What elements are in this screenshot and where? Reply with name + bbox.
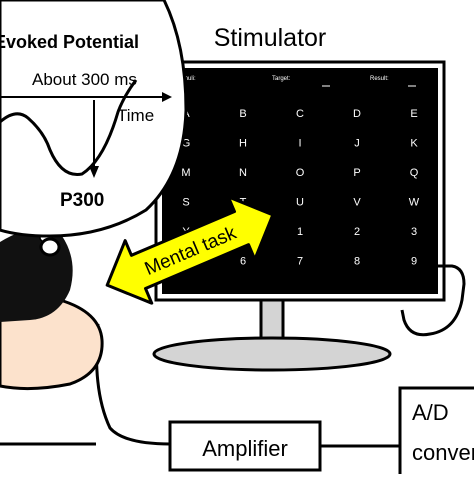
grid-cell: W <box>409 197 420 209</box>
grid-cell: F <box>468 108 474 120</box>
subject-head <box>0 228 104 391</box>
head-to-amplifier-cable <box>95 323 171 446</box>
p300-label: P300 <box>60 190 104 211</box>
grid-cell: 9 <box>411 256 417 268</box>
timing-label: About 300 ms <box>32 70 137 89</box>
character-grid: ABCDEFGHIJKLMNOPQRSTUVWXYZ1234567890 <box>181 108 474 268</box>
time-axis-arrowhead <box>162 92 172 102</box>
grid-cell: P <box>353 167 360 179</box>
grid-cell: I <box>298 138 301 150</box>
monitor-stand-base <box>152 336 392 372</box>
grid-cell: U <box>296 197 304 209</box>
double-headed-arrow <box>105 195 275 305</box>
grid-cell: V <box>353 197 361 209</box>
grid-cell: R <box>467 167 474 179</box>
grid-cell: 7 <box>297 256 303 268</box>
grid-cell: K <box>410 138 418 150</box>
screen-header-target: Target: <box>272 76 291 82</box>
grid-cell: J <box>354 138 360 150</box>
amplifier-label: Amplifier <box>202 436 288 461</box>
grid-cell: O <box>296 167 305 179</box>
screen-header-result: Result: <box>370 76 389 82</box>
monitor-cable <box>400 264 466 337</box>
grid-cell: L <box>468 138 474 150</box>
peak-marker-arrow <box>89 100 99 178</box>
time-axis-label: Time <box>117 106 154 125</box>
grid-cell: M <box>181 167 190 179</box>
face <box>0 298 104 391</box>
grid-cell: C <box>296 108 304 120</box>
evoked-potential-title: Evoked Potential <box>0 32 139 52</box>
time-axis <box>0 92 172 102</box>
grid-cell: X <box>467 197 474 209</box>
bubble-small-circle <box>39 237 61 257</box>
grid-cell: B <box>239 108 246 120</box>
grid-cell: 3 <box>411 226 417 238</box>
grid-cell: 1 <box>297 226 303 238</box>
erp-waveform <box>0 79 138 176</box>
grid-cell: 6 <box>240 256 246 268</box>
stimulator-title: Stimulator <box>214 24 327 52</box>
grid-cell: D <box>353 108 361 120</box>
grid-cell: H <box>239 138 247 150</box>
ad-converter-label-line1: A/D <box>412 400 449 425</box>
ad-converter-label-line2: converter <box>412 440 474 465</box>
grid-cell: E <box>410 108 417 120</box>
grid-cell: N <box>239 167 247 179</box>
grid-cell: 8 <box>354 256 360 268</box>
grid-cell: 4 <box>468 226 474 238</box>
grid-cell: 2 <box>354 226 360 238</box>
grid-cell: 0 <box>468 256 474 268</box>
grid-cell: S <box>182 197 189 209</box>
grid-cell: G <box>182 138 191 150</box>
ad-converter-box <box>398 386 474 479</box>
grid-cell: Q <box>410 167 419 179</box>
amplifier-box <box>168 420 322 472</box>
